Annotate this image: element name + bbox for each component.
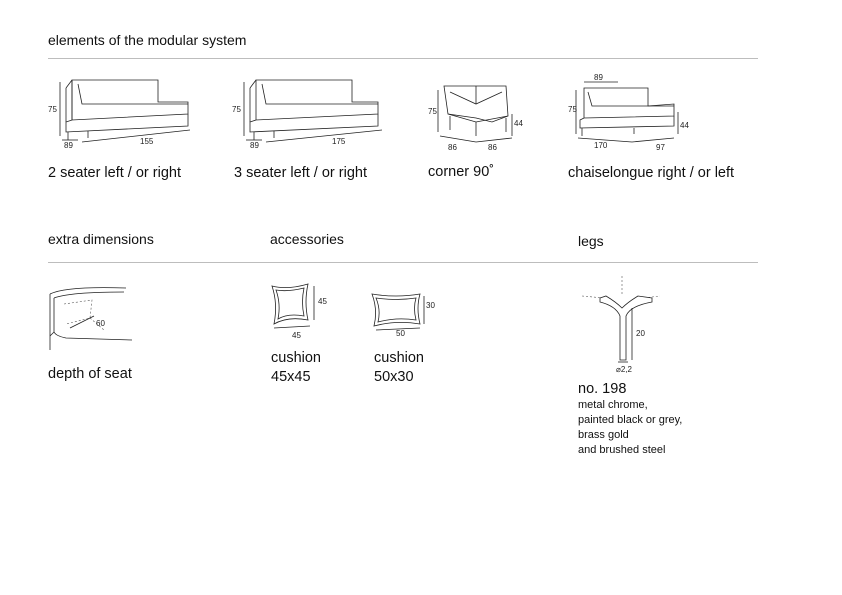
divider-top xyxy=(48,58,758,59)
two-seater-drawing: 75 89 155 xyxy=(48,79,191,150)
dim-leg-diameter: ⌀2,2 xyxy=(616,365,632,374)
heading-accessories: accessories xyxy=(270,231,344,247)
dim-height: 75 xyxy=(428,107,437,116)
dim-depth: 89 xyxy=(64,141,73,150)
dim-height: 75 xyxy=(568,105,577,114)
heading-modular-system: elements of the modular system xyxy=(48,32,247,48)
divider-middle xyxy=(48,262,758,263)
dim-top: 89 xyxy=(594,73,603,82)
corner-drawing: 75 44 86 86 xyxy=(428,85,523,152)
leg-drawing: 20 ⌀2,2 xyxy=(581,276,661,374)
finish-line: metal chrome, xyxy=(578,399,648,411)
dim-height: 75 xyxy=(232,105,241,114)
label-cushion-50: cushion 50x30 xyxy=(374,349,424,387)
finish-line: brass gold xyxy=(578,429,629,441)
label-chaiselongue: chaiselongue right / or left xyxy=(568,165,735,181)
cushion-50-name: cushion xyxy=(374,350,424,366)
dim-depth: 89 xyxy=(250,141,259,150)
dim-w: 50 xyxy=(396,329,405,338)
cushion-50-size: 50x30 xyxy=(374,369,414,385)
dim-leg-height: 20 xyxy=(636,329,645,338)
label-depth-of-seat: depth of seat xyxy=(48,366,132,382)
seat-depth-drawing: 60 xyxy=(49,287,133,350)
dim-a: 170 xyxy=(594,141,608,150)
dim-seat-depth: 60 xyxy=(96,319,105,328)
chaiselongue-drawing: 89 75 44 170 97 xyxy=(568,73,689,152)
dim-width: 155 xyxy=(140,137,154,146)
label-three-seater: 3 seater left / or right xyxy=(234,165,367,181)
dim-h: 45 xyxy=(318,297,327,306)
label-corner: corner 90˚ xyxy=(428,164,495,180)
dim-w: 45 xyxy=(292,331,301,340)
legs-finishes: metal chrome, painted black or grey, bra… xyxy=(578,398,682,458)
dim-height: 75 xyxy=(48,105,57,114)
dim-width: 175 xyxy=(332,137,346,146)
heading-legs: legs xyxy=(578,233,604,249)
heading-extra-dimensions: extra dimensions xyxy=(48,231,154,247)
three-seater-drawing: 75 89 175 xyxy=(232,79,383,150)
cushion-45-size: 45x45 xyxy=(271,369,311,385)
legs-model: no. 198 xyxy=(578,381,627,397)
dim-seat: 44 xyxy=(514,119,523,128)
dim-h: 30 xyxy=(426,301,435,310)
dim-seat: 44 xyxy=(680,121,689,130)
cushion-50-drawing: 30 50 xyxy=(371,293,435,338)
finish-line: and brushed steel xyxy=(578,444,666,456)
label-two-seater: 2 seater left / or right xyxy=(48,165,181,181)
label-cushion-45: cushion 45x45 xyxy=(271,349,321,387)
dim-b: 86 xyxy=(488,143,497,152)
dim-b: 97 xyxy=(656,143,665,152)
dim-a: 86 xyxy=(448,143,457,152)
finish-line: painted black or grey, xyxy=(578,414,683,426)
cushion-45-drawing: 45 45 xyxy=(271,283,327,340)
cushion-45-name: cushion xyxy=(271,350,321,366)
